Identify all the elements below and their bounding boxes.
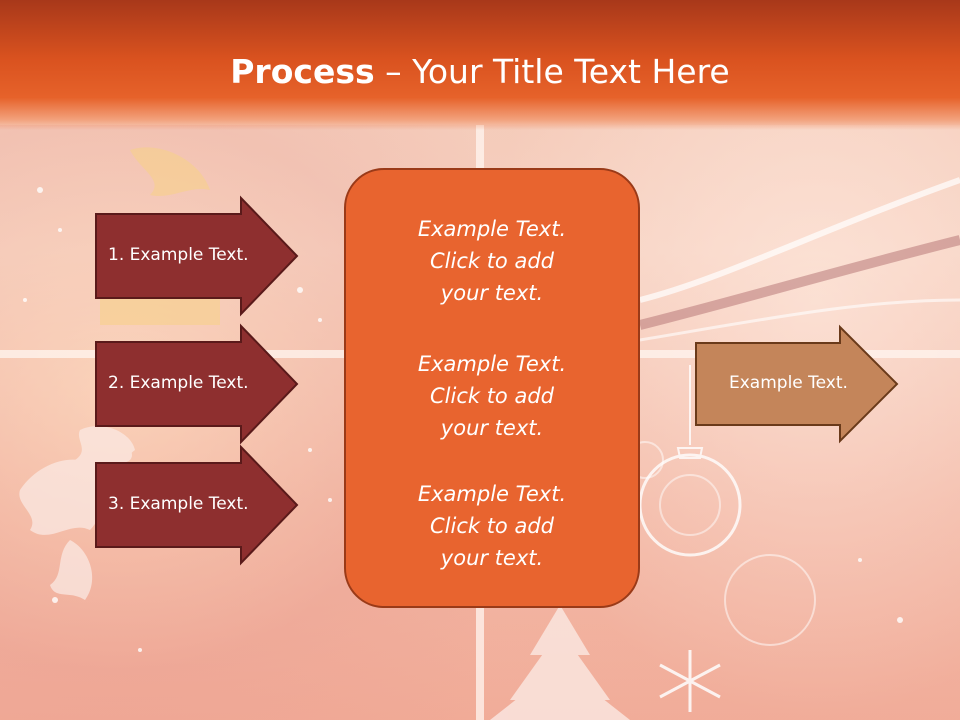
center-paragraph-3: Example Text. Click to add your text. xyxy=(344,478,640,574)
paragraph-line: your text. xyxy=(440,416,544,440)
right-arrow-label: Example Text. xyxy=(729,373,848,393)
center-paragraph-2: Example Text. Click to add your text. xyxy=(344,348,640,444)
left-arrow-3-label: 3. Example Text. xyxy=(108,494,249,514)
center-paragraph-1: Example Text. Click to add your text. xyxy=(344,213,640,309)
title-rest: – Your Title Text Here xyxy=(374,52,730,91)
title-bar xyxy=(0,0,960,130)
slide-title[interactable]: Process – Your Title Text Here xyxy=(0,52,960,91)
paragraph-line: Click to add xyxy=(429,384,554,408)
center-text-box[interactable] xyxy=(344,168,640,608)
left-arrow-1-label: 1. Example Text. xyxy=(108,245,249,265)
paragraph-line: Example Text. xyxy=(417,482,567,506)
left-arrow-3[interactable] xyxy=(95,444,299,566)
paragraph-line: Example Text. xyxy=(417,217,567,241)
left-arrow-2-label: 2. Example Text. xyxy=(108,373,249,393)
paragraph-line: your text. xyxy=(440,546,544,570)
paragraph-line: Click to add xyxy=(429,514,554,538)
paragraph-line: Example Text. xyxy=(417,352,567,376)
right-arrow[interactable] xyxy=(695,324,899,444)
left-arrow-1[interactable] xyxy=(95,195,299,317)
title-bold: Process xyxy=(230,52,375,91)
paragraph-line: your text. xyxy=(440,281,544,305)
paragraph-line: Click to add xyxy=(429,249,554,273)
left-arrow-2[interactable] xyxy=(95,323,299,445)
